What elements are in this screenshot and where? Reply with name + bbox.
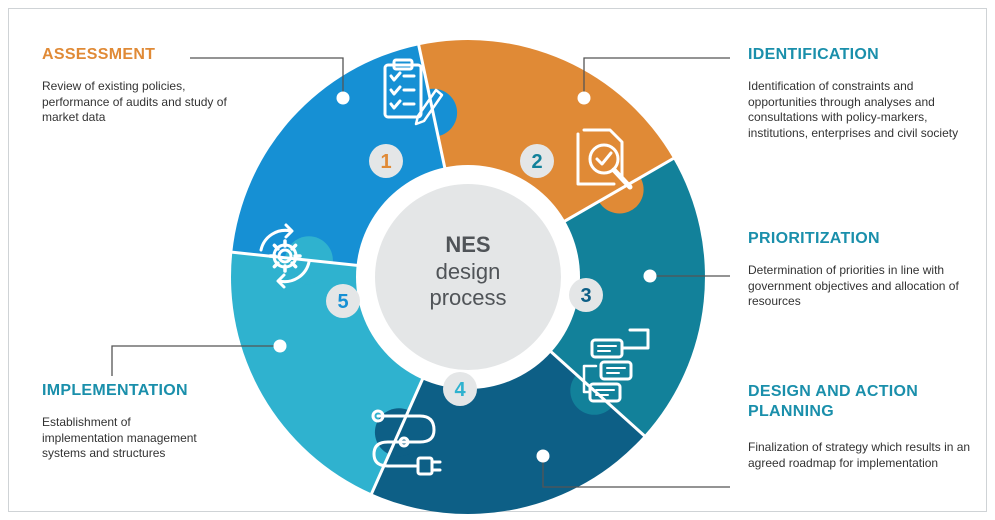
connector-dot	[577, 91, 591, 105]
step-number: 2	[531, 151, 542, 173]
step-number-badge	[569, 278, 603, 312]
roadmap-path-icon	[371, 409, 442, 476]
step-number-badge	[443, 372, 477, 406]
prioritization-description: Determination of priorities in line with…	[748, 263, 959, 308]
hub-center	[375, 184, 561, 370]
flow-cards-icon	[582, 328, 650, 403]
connector-dot	[536, 449, 550, 463]
step-numbers: 1 2 3 4 5	[326, 144, 603, 406]
connector-line	[111, 345, 280, 376]
hub-title: NES	[445, 232, 490, 257]
design-action-planning-description: Finalization of strategy which results i…	[748, 440, 971, 470]
connector-dot	[273, 339, 287, 353]
implementation-title: IMPLEMENTATION	[42, 382, 188, 399]
connector-line	[542, 456, 730, 488]
hub-line-design: design	[436, 259, 501, 284]
connector-line	[190, 57, 344, 98]
prioritization-piece	[371, 277, 645, 514]
step-icons	[259, 58, 650, 476]
clipboard-checklist-icon	[383, 58, 444, 126]
step-number: 3	[580, 285, 591, 307]
assessment-description: Review of existing policies, performance…	[42, 79, 227, 124]
step-number-badge	[369, 144, 403, 178]
gear-cycle-icon	[259, 223, 311, 289]
step-number-badge	[326, 284, 360, 318]
step-number: 5	[337, 291, 348, 313]
design-action-planning-title: DESIGN AND ACTION PLANNING	[748, 383, 919, 420]
hub-line-process: process	[429, 285, 506, 310]
assessment-title: ASSESSMENT	[42, 46, 156, 63]
document-search-icon	[576, 128, 633, 190]
prioritization-title: PRIORITIZATION	[748, 230, 880, 247]
identification-description: Identification of constraints and opport…	[748, 79, 959, 140]
connector-dot	[336, 91, 350, 105]
step-number: 1	[380, 151, 391, 173]
connector-lines	[111, 57, 730, 488]
connector-line	[583, 57, 730, 98]
identification-title: IDENTIFICATION	[748, 46, 880, 63]
step-number-badge	[520, 144, 554, 178]
step-number: 4	[454, 379, 466, 401]
connector-dot	[643, 269, 657, 283]
implementation-description: Establishment of implementation manageme…	[42, 415, 197, 460]
